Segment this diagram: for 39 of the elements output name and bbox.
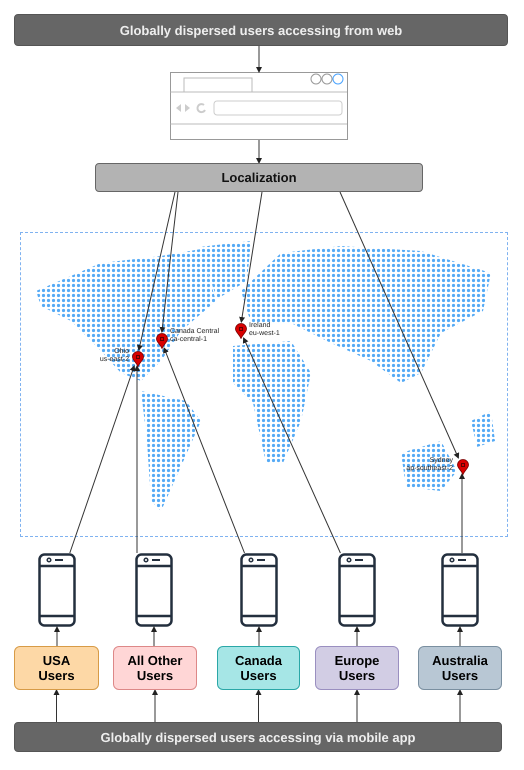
smartphone-icon <box>240 553 278 627</box>
arrow <box>459 473 465 554</box>
smartphone-icon <box>338 553 376 627</box>
arrow <box>354 689 360 722</box>
browser-window-drawing <box>170 72 348 140</box>
arrow <box>242 337 341 554</box>
location-pin-icon <box>457 459 469 475</box>
user-group-box: Australia Users <box>418 646 502 690</box>
arrow <box>151 626 157 646</box>
smartphone-icon <box>38 553 76 627</box>
process-bar: Localization <box>95 163 423 192</box>
arrow <box>152 689 158 722</box>
arrow <box>457 626 463 646</box>
arrow <box>54 626 60 646</box>
arrow <box>457 689 463 722</box>
arrow <box>256 140 262 164</box>
banner-bar: Globally dispersed users accessing via mobile app <box>14 722 502 752</box>
arrow <box>256 46 262 73</box>
user-group-box: USA Users <box>14 646 99 690</box>
user-group-box: Canada Users <box>217 646 300 690</box>
location-pin-icon <box>132 351 144 367</box>
smartphone-icon <box>441 553 479 627</box>
location-pin-icon <box>235 323 247 339</box>
user-group-box: Europe Users <box>315 646 399 690</box>
arrow <box>239 192 262 323</box>
location-pin-icon <box>156 333 168 349</box>
arrow <box>256 689 262 722</box>
arrow <box>137 192 176 351</box>
arrow <box>163 347 245 554</box>
arrow <box>160 192 178 333</box>
arrow <box>69 365 136 554</box>
arrow <box>256 626 262 646</box>
smartphone-icon <box>135 553 173 627</box>
banner-bar: Globally dispersed users accessing from web <box>14 14 508 46</box>
arrow <box>354 626 360 646</box>
user-group-box: All Other Users <box>113 646 197 690</box>
arrow <box>54 689 60 722</box>
arrow <box>340 192 460 459</box>
arrow <box>134 365 140 554</box>
